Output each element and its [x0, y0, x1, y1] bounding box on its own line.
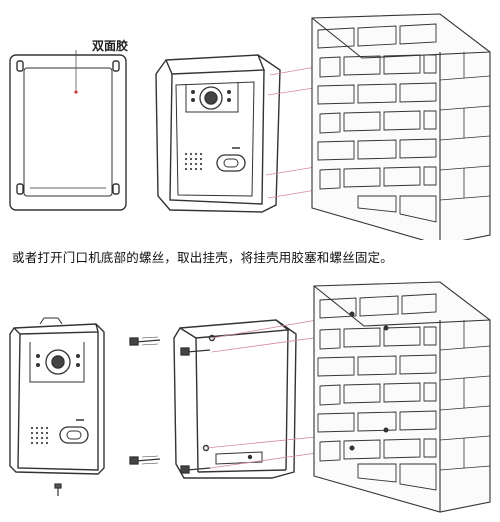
tape-pointer-dot: [74, 90, 78, 94]
bottom-illustration: [0, 272, 500, 522]
top-illustration: 双面胶: [0, 0, 500, 240]
screw-mount-diagram: [9, 281, 491, 513]
brick-wall-top: [311, 13, 491, 240]
tape-label: 双面胶: [92, 39, 129, 53]
brick-wall-bottom: [313, 281, 491, 513]
tape-mount-diagram: [9, 13, 491, 240]
wall-screws: [129, 336, 211, 474]
bottom-screw: [54, 483, 62, 496]
instruction-text: 或者打开门口机底部的螺丝，取出挂壳，将挂壳用胶塞和螺丝固定。: [12, 250, 394, 265]
mounting-bracket: [173, 319, 297, 479]
door-station-front: [9, 317, 105, 475]
back-plate: [9, 54, 127, 211]
door-station-unit: [155, 54, 281, 213]
